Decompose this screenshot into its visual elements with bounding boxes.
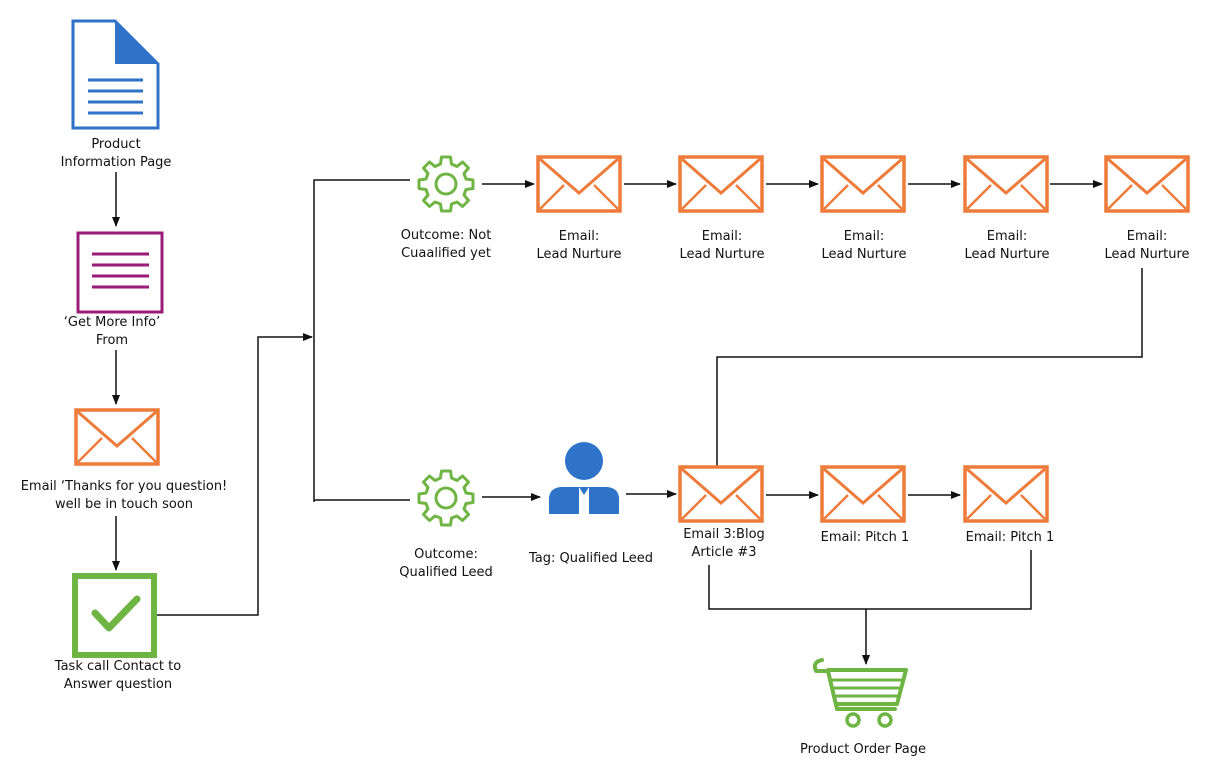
tag-qualified-label-line1: Tag: Qualified Leed xyxy=(528,551,654,566)
nurture-email-4-line1: Email: xyxy=(986,229,1028,244)
person-icon xyxy=(549,442,619,514)
email-blog-label: Email 3:Blog Article #3 xyxy=(683,526,765,562)
pitch-email-2-label: Email: Pitch 1 xyxy=(966,529,1055,547)
nurture-email-1-label: Email: Lead Nurture xyxy=(536,228,621,264)
get-more-info-label: ‘Get More Info’ From xyxy=(64,314,161,350)
pitch-email-1-line1: Email: Pitch 1 xyxy=(820,530,910,545)
nurture-email-4-line2: Lead Nurture xyxy=(964,247,1050,262)
get-more-info-label-line2: From xyxy=(95,333,129,348)
tag-qualified-label: Tag: Qualified Leed xyxy=(529,550,653,568)
email-icon xyxy=(74,408,160,466)
gear-icon xyxy=(417,155,475,213)
product-info-label-line1: Product xyxy=(91,137,141,152)
nurture-email-1-line1: Email: xyxy=(558,229,600,244)
email-blog-label-line1: Email 3:Blog xyxy=(683,527,765,542)
checkmark-icon xyxy=(72,573,157,658)
nurture-email-5-line2: Lead Nurture xyxy=(1104,247,1190,262)
nurture-email-3-label: Email: Lead Nurture xyxy=(821,228,906,264)
form-icon xyxy=(76,231,164,314)
email-icon xyxy=(678,465,764,523)
outcome-not-qualified-label-line1: Outcome: Not xyxy=(400,228,492,243)
nurture-email-3-line2: Lead Nurture xyxy=(821,247,907,262)
email-icon xyxy=(678,155,764,213)
document-icon xyxy=(71,19,160,130)
connector-nurture-5-to-blog xyxy=(716,268,1143,467)
email-thanks-label-line2: well be in touch soon xyxy=(54,497,194,512)
pitch-email-1-label: Email: Pitch 1 xyxy=(821,529,910,547)
product-info-label-line2: Information Page xyxy=(60,155,172,170)
nurture-email-5-line1: Email: xyxy=(1126,229,1168,244)
connector-split-to-not-qualified xyxy=(313,179,410,502)
email-icon xyxy=(963,155,1049,213)
outcome-qualified-label-line1: Outcome: xyxy=(414,547,478,562)
email-icon xyxy=(1104,155,1190,213)
product-order-label-line1: Product Order Page xyxy=(799,742,927,757)
product-info-label: Product Information Page xyxy=(61,136,172,172)
pitch-email-2-line1: Email: Pitch 1 xyxy=(965,530,1055,545)
email-blog-label-line2: Article #3 xyxy=(691,545,757,560)
nurture-email-1-line2: Lead Nurture xyxy=(536,247,622,262)
task-call-label: Task call Contact to Answer question xyxy=(55,658,181,694)
nurture-email-2-line2: Lead Nurture xyxy=(679,247,765,262)
outcome-qualified-label: Outcome: Qualified Leed xyxy=(399,546,493,582)
nurture-email-5-label: Email: Lead Nurture xyxy=(1104,228,1189,264)
task-call-label-line1: Task call Contact to xyxy=(54,659,182,674)
connectors xyxy=(112,172,1143,665)
nurture-email-2-label: Email: Lead Nurture xyxy=(679,228,764,264)
email-icon xyxy=(963,465,1049,523)
outcome-qualified-label-line2: Qualified Leed xyxy=(399,565,493,580)
email-icon xyxy=(820,155,906,213)
gear-icon xyxy=(417,469,475,527)
shopping-cart-icon xyxy=(812,658,908,728)
email-thanks-label-line1: Email ‘Thanks for you question! xyxy=(20,479,228,494)
email-thanks-label: Email ‘Thanks for you question! well be … xyxy=(21,478,228,514)
nurture-email-2-line1: Email: xyxy=(701,229,743,244)
nurture-email-3-line1: Email: xyxy=(843,229,885,244)
product-order-label: Product Order Page xyxy=(800,741,926,759)
nurture-email-4-label: Email: Lead Nurture xyxy=(964,228,1049,264)
get-more-info-label-line1: ‘Get More Info’ xyxy=(63,315,161,330)
task-call-label-line2: Answer question xyxy=(63,677,173,692)
outcome-not-qualified-label-line2: Cuaalified yet xyxy=(401,246,491,261)
connector-blog-to-cart xyxy=(708,550,1032,610)
connector-task-to-split xyxy=(156,333,313,616)
email-icon xyxy=(536,155,622,213)
outcome-not-qualified-label: Outcome: Not Cuaalified yet xyxy=(401,227,492,263)
email-icon xyxy=(820,465,906,523)
